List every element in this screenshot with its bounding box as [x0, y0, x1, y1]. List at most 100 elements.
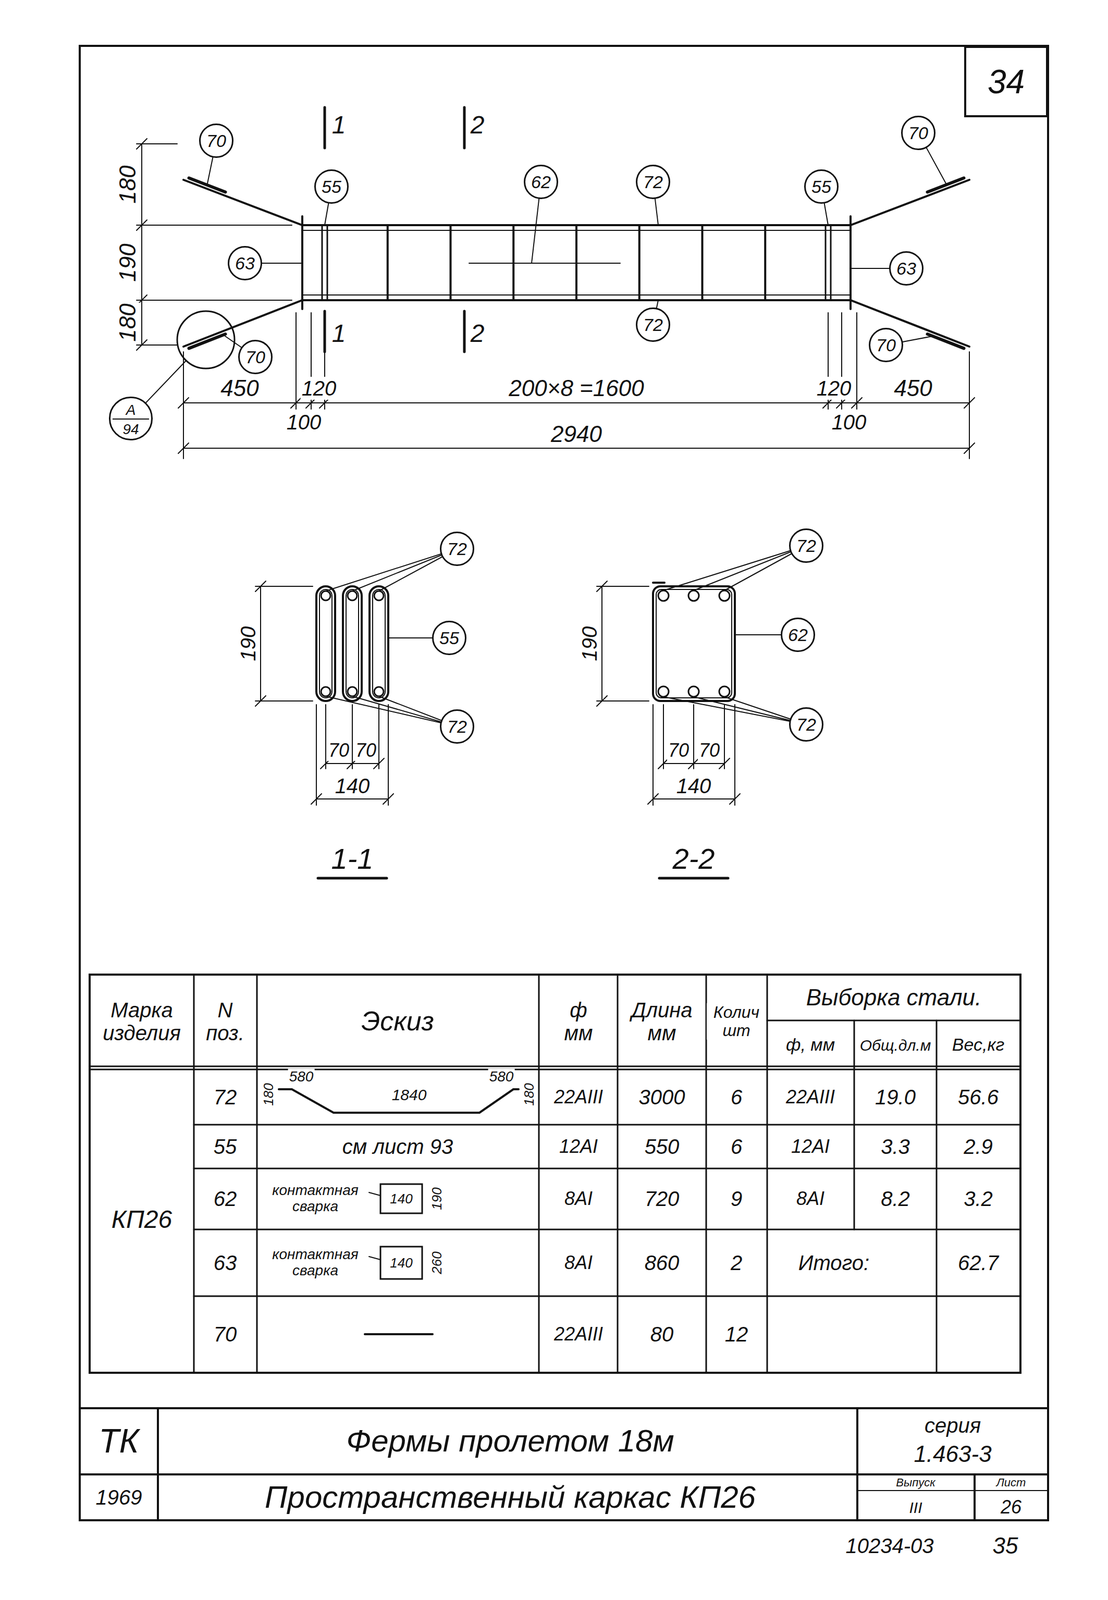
- callout-number: 72: [447, 717, 467, 736]
- dimension-text: 120: [300, 376, 338, 400]
- table-cell: контактная сварка: [262, 1182, 369, 1215]
- dimension-lines: [136, 138, 975, 459]
- table-cell: 12АI: [558, 1136, 599, 1157]
- dimension-text: 190: [236, 625, 260, 663]
- section-mark: 2: [469, 111, 486, 140]
- table-cell: 12: [723, 1322, 750, 1346]
- table-cell: КП26: [110, 1205, 174, 1234]
- section-title: 1-1: [330, 842, 375, 876]
- title-block: [79, 1408, 1049, 1521]
- dimension-text: 70: [327, 740, 351, 761]
- table-cell: 55: [212, 1135, 239, 1159]
- table-header: Марка изделия: [91, 998, 193, 1045]
- callout-number: 63: [235, 254, 255, 273]
- dimension-text: 140: [334, 774, 372, 798]
- dimension-text: 190: [577, 625, 601, 663]
- callout-number: 72: [796, 536, 817, 555]
- table-cell: см лист 93: [341, 1135, 454, 1159]
- section-mark: 2: [469, 319, 486, 348]
- table-cell: Итого:: [797, 1251, 871, 1275]
- callout-circle: 70: [238, 339, 273, 375]
- table-header: ф мм: [559, 998, 598, 1045]
- table-cell: 3000: [637, 1085, 687, 1109]
- callout-number: 55: [811, 177, 832, 196]
- sheet-number: 35: [991, 1533, 1020, 1559]
- dimension-text: 450: [219, 375, 260, 401]
- dimension-text: 70: [697, 740, 721, 761]
- table-cell: 1840: [390, 1086, 428, 1104]
- table-cell: 22АIII: [552, 1323, 605, 1345]
- table-cell: 6: [729, 1085, 744, 1109]
- callout-number: 55: [321, 177, 342, 196]
- callout-number: 72: [643, 315, 663, 334]
- table-cell: контактная сварка: [262, 1246, 369, 1279]
- table-header: Эскиз: [360, 1006, 436, 1037]
- dimension-text: 100: [830, 410, 868, 434]
- callout-circle: 72: [439, 531, 475, 566]
- table-cell: 12АI: [790, 1136, 831, 1157]
- sheet-number: 10234-03: [844, 1534, 935, 1558]
- section-title: 2-2: [671, 842, 717, 876]
- dimension-text: 120: [815, 376, 853, 400]
- table-cell: 3.2: [962, 1187, 994, 1211]
- table-cell: 8АI: [563, 1188, 594, 1210]
- callout-circle: 55: [804, 169, 839, 204]
- title-block-text: 26: [999, 1496, 1023, 1518]
- callout-circle: 72: [635, 307, 671, 342]
- dimension-text: 190: [115, 242, 141, 283]
- callout-circle: 55: [314, 169, 349, 204]
- table-cell: 140: [388, 1191, 414, 1207]
- title-block-text: серия: [923, 1413, 982, 1437]
- table-cell: 140: [388, 1255, 414, 1271]
- table-cell: 720: [643, 1187, 681, 1211]
- callout-number: 63: [896, 259, 917, 278]
- section-2-2: [596, 545, 807, 879]
- dimension-text: 140: [675, 774, 713, 798]
- table-cell: 2: [729, 1251, 744, 1275]
- table-cell: 62: [212, 1187, 239, 1211]
- callout-number: 70: [206, 131, 227, 150]
- table-cell: 550: [643, 1135, 681, 1159]
- table-header: Длина мм: [619, 998, 705, 1045]
- table-cell: 70: [212, 1322, 239, 1346]
- title-block-text: Лист: [995, 1476, 1028, 1489]
- table-header: N поз.: [195, 998, 255, 1045]
- section-cut-mark: [324, 107, 465, 352]
- table-cell: 3.3: [879, 1135, 911, 1159]
- title-block-text: ТК: [97, 1422, 141, 1460]
- table-cell: 860: [643, 1251, 681, 1275]
- table-cell: 180: [521, 1081, 537, 1107]
- table-cell: 180: [261, 1081, 277, 1107]
- table-header: Вес,кг: [951, 1035, 1006, 1055]
- table-header: Выборка стали.: [805, 985, 983, 1011]
- table-cell: 9: [729, 1187, 744, 1211]
- table-cell: 190: [429, 1186, 445, 1211]
- section-1-1: [255, 548, 458, 879]
- title-block-text: III: [907, 1498, 923, 1517]
- table-cell: 2.9: [962, 1135, 994, 1159]
- dimension-text: 70: [354, 740, 378, 761]
- callout-number: 34: [987, 65, 1025, 99]
- divider-line: [112, 418, 149, 420]
- callout-circle: 72: [635, 164, 671, 200]
- dimension-text: 70: [667, 740, 691, 761]
- dimension-text: 180: [115, 164, 141, 205]
- cage-plan: [130, 178, 970, 420]
- sheet-frame: [79, 45, 1049, 1521]
- callout-number: 62: [531, 173, 551, 191]
- dimension-text: 450: [892, 375, 933, 401]
- title-block-text: 1969: [94, 1485, 144, 1509]
- section-mark: 1: [330, 319, 348, 348]
- table-cell: 19.0: [873, 1085, 917, 1109]
- table-cell: 6: [729, 1135, 744, 1159]
- table-cell: 22АIII: [784, 1086, 836, 1108]
- sheet-number-box: 34: [964, 45, 1049, 118]
- table-cell: 63: [212, 1251, 239, 1275]
- callout-number: 70: [908, 124, 929, 142]
- title-block-text: Выпуск: [894, 1476, 937, 1489]
- callout-circle: 55: [432, 620, 467, 656]
- callout-circle: 63: [227, 245, 263, 281]
- specification-table: [89, 974, 1021, 1373]
- section-mark: 1: [330, 111, 348, 140]
